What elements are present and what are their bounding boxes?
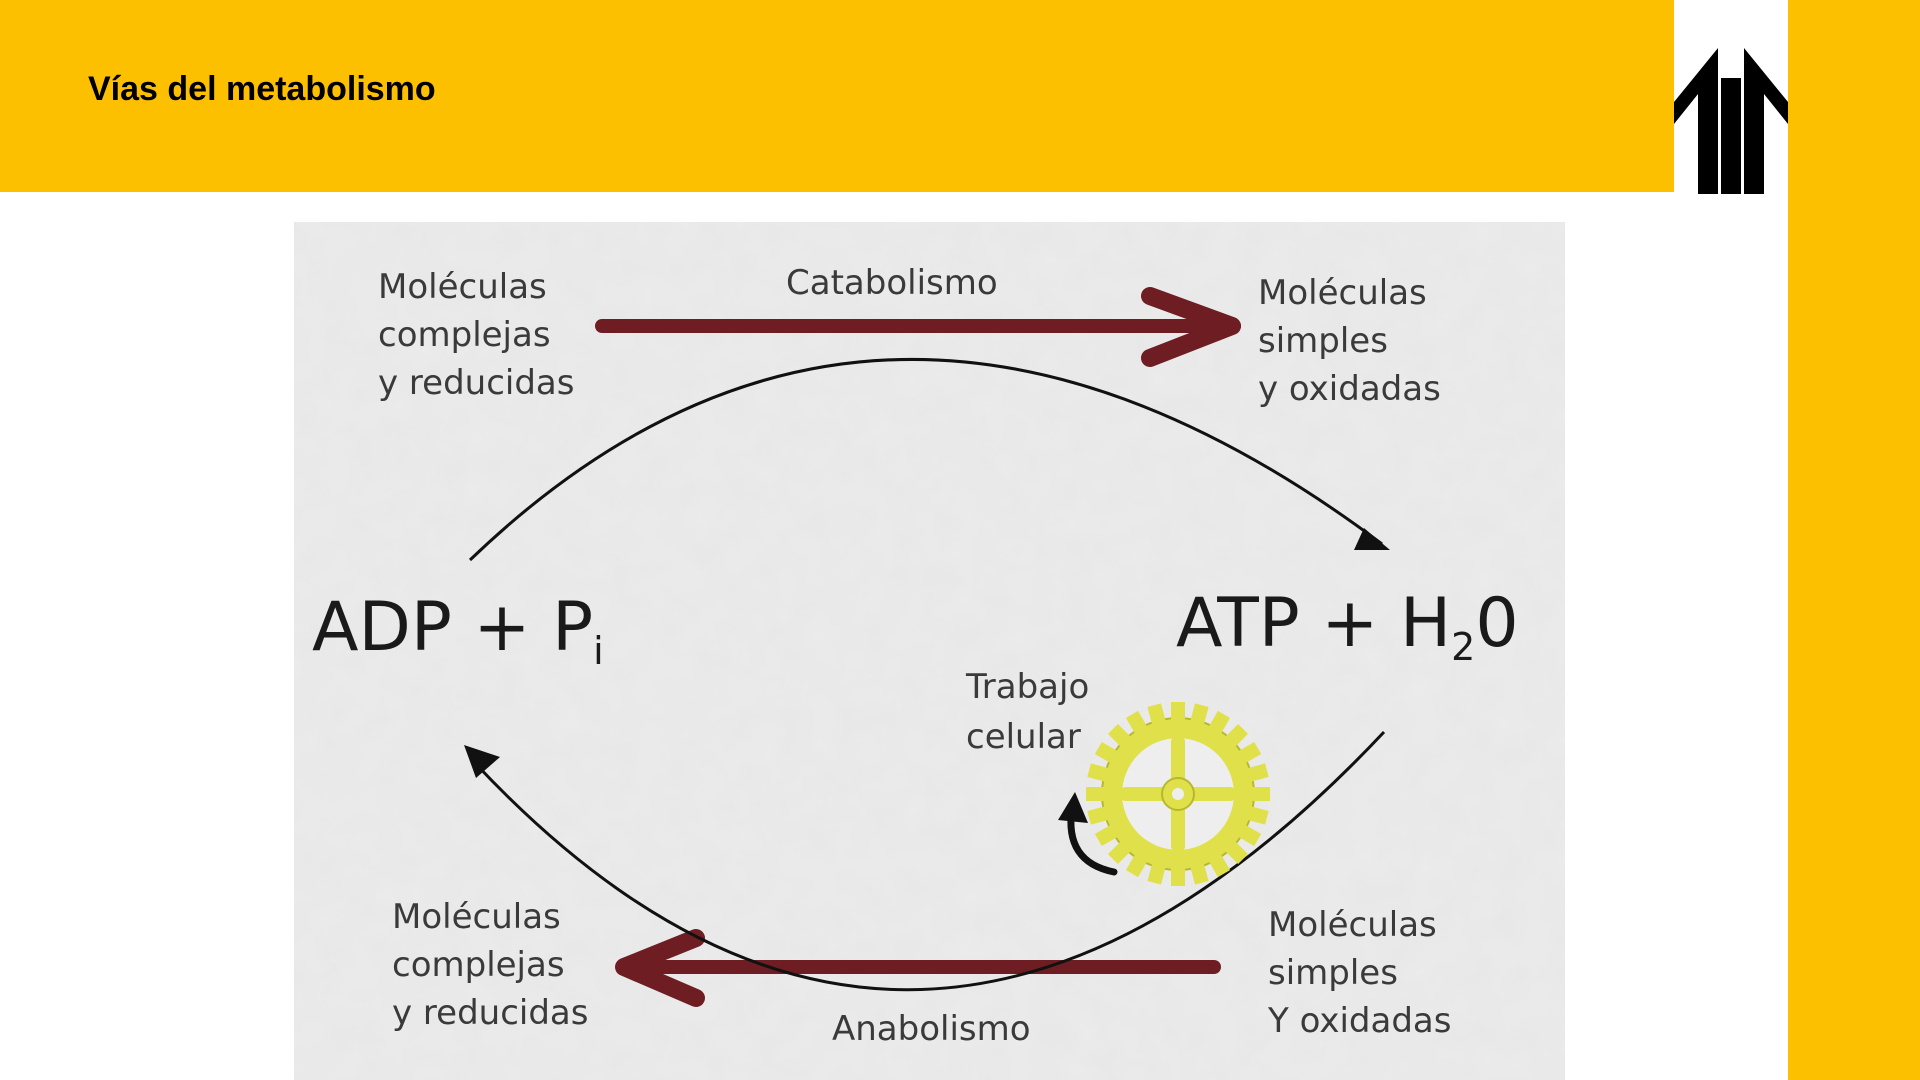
bottom-cycle-arrow: [472, 730, 1386, 992]
catabolism-source-line-3: y reducidas: [378, 363, 574, 403]
rotation-arrowhead: [1058, 792, 1088, 823]
atp-formula: ATP + H20: [1176, 584, 1519, 669]
atp-formula-subscript: 2: [1451, 625, 1475, 669]
header-band: [0, 0, 1674, 192]
catabolism-label: Catabolismo: [786, 263, 998, 303]
anabolism-product-line-1: Moléculas: [392, 897, 561, 937]
catabolism-product-line-2: simples: [1258, 321, 1388, 361]
anabolism-product-line-3: y reducidas: [392, 993, 588, 1033]
anabolism-label: Anabolismo: [832, 1009, 1031, 1049]
work-label-line-2: celular: [966, 717, 1081, 757]
anabolism-source-line-1: Moléculas: [1268, 905, 1437, 945]
catabolism-source-line-1: Moléculas: [378, 267, 547, 307]
catabolism-source-line-2: complejas: [378, 315, 551, 355]
top-cycle-arrowhead: [1354, 528, 1390, 550]
anabolism-source-line-2: simples: [1268, 953, 1398, 993]
adp-formula: ADP + Pi: [312, 588, 604, 673]
catabolism-product-line-1: Moléculas: [1258, 273, 1427, 313]
anabolism-product-line-2: complejas: [392, 945, 565, 985]
work-label-line-1: Trabajo: [965, 667, 1089, 707]
side-accent-band: [1788, 0, 1920, 1080]
bottom-cycle-arrowhead: [464, 745, 500, 778]
catabolism-product-line-3: y oxidadas: [1258, 369, 1441, 409]
catabolism-arrow: [595, 287, 1241, 367]
diagram-canvas: Catabolismo Moléculas complejas y reduci…: [294, 222, 1565, 1080]
top-cycle-arrow: [468, 358, 1383, 562]
paper-background: [294, 222, 1565, 1080]
adp-formula-subscript: i: [593, 629, 604, 673]
brand-logo-icon: [1674, 48, 1788, 194]
gear-icon: [1086, 702, 1270, 886]
atp-formula-main-2: 0: [1475, 584, 1518, 663]
metabolism-diagram: Catabolismo Moléculas complejas y reduci…: [294, 222, 1565, 1080]
anabolism-arrow: [615, 929, 1221, 1007]
atp-formula-main-1: ATP + H: [1176, 584, 1451, 663]
adp-formula-main: ADP + P: [312, 588, 593, 667]
anabolism-source-line-3: Y oxidadas: [1267, 1001, 1451, 1041]
page-title: Vías del metabolismo: [88, 70, 436, 108]
